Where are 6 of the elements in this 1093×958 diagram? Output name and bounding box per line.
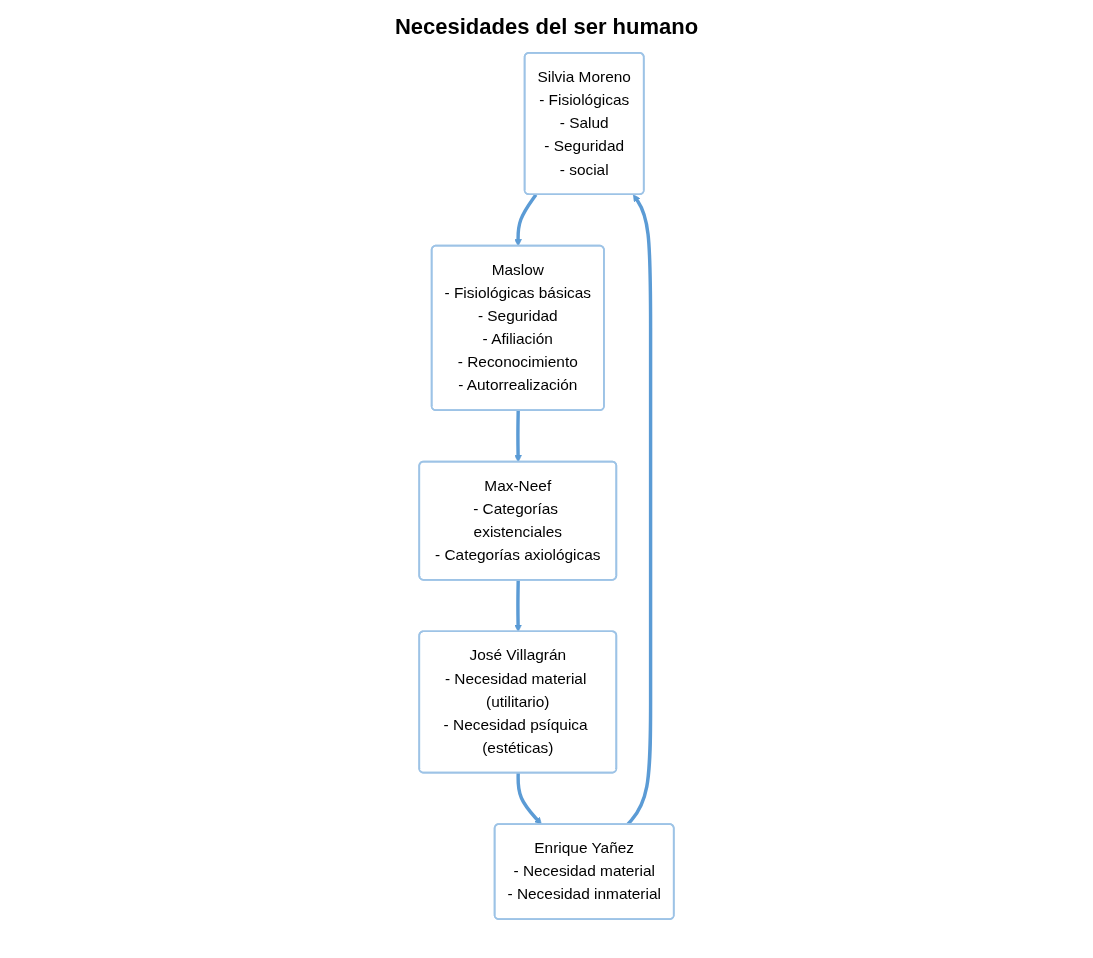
arrow (514, 410, 522, 463)
arrow (514, 580, 522, 632)
diagram-title: Necesidades del ser humano (393, 14, 700, 40)
arrow (514, 193, 538, 247)
arrow (626, 194, 653, 826)
arrow (516, 773, 542, 825)
